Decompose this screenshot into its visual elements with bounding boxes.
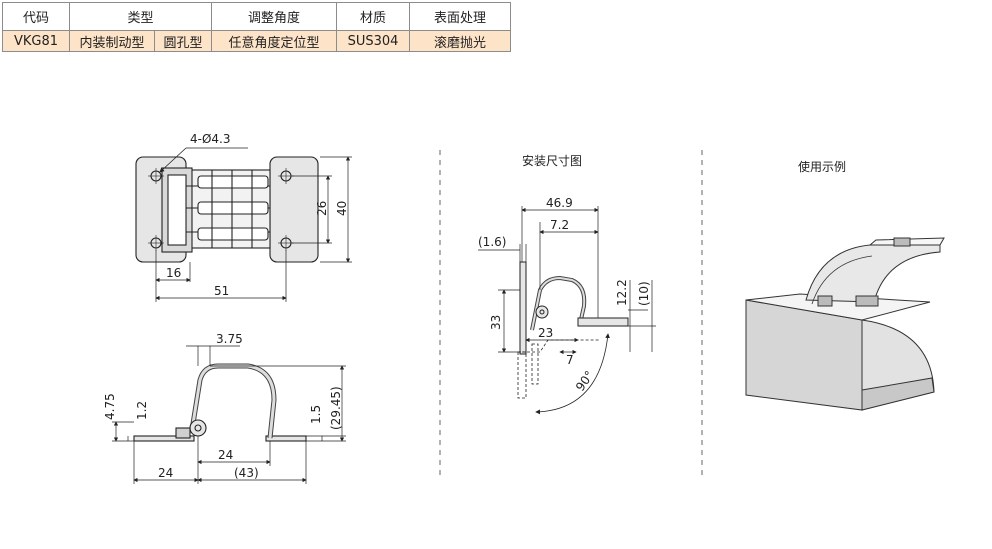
dim-29-45: (29.45) bbox=[329, 386, 343, 430]
dim-51: 51 bbox=[214, 284, 229, 298]
dim-16: 16 bbox=[166, 266, 181, 280]
cell-material: SUS304 bbox=[336, 30, 410, 52]
dim-7-2: 7.2 bbox=[550, 218, 569, 232]
dim-10: (10) bbox=[637, 281, 651, 306]
hinge-side-view bbox=[112, 345, 346, 484]
dim-24-lower: 24 bbox=[158, 466, 173, 480]
dim-hole-note: 4-Ø4.3 bbox=[190, 132, 231, 146]
header-code: 代码 bbox=[2, 2, 70, 31]
dim-24-upper: 24 bbox=[218, 448, 233, 462]
dim-12-2: 12.2 bbox=[615, 279, 629, 306]
dim-7: 7 bbox=[566, 353, 574, 367]
header-finish: 表面处理 bbox=[409, 2, 511, 31]
dim-1-6: (1.6) bbox=[478, 235, 506, 249]
install-title: 安装尺寸图 bbox=[522, 153, 582, 168]
dim-1-2: 1.2 bbox=[135, 401, 149, 420]
hinge-top-view bbox=[135, 147, 352, 302]
spec-data-row: VKG81 内装制动型 圆孔型 任意角度定位型 SUS304 滚磨抛光 bbox=[2, 30, 511, 52]
dim-46-9: 46.9 bbox=[546, 196, 573, 210]
usage-illustration bbox=[745, 237, 945, 411]
cell-type-b: 圆孔型 bbox=[154, 30, 212, 52]
dim-4-75: 4.75 bbox=[103, 393, 117, 420]
dim-40: 40 bbox=[335, 201, 349, 216]
install-drawing bbox=[478, 206, 656, 415]
spec-header-row: 代码 类型 调整角度 材质 表面处理 bbox=[2, 2, 511, 31]
angle-90: 90° bbox=[573, 368, 597, 393]
cell-code: VKG81 bbox=[2, 30, 70, 52]
cell-finish: 滚磨抛光 bbox=[409, 30, 511, 52]
usage-title: 使用示例 bbox=[798, 159, 846, 174]
dim-23: 23 bbox=[538, 326, 553, 340]
cell-angle: 任意角度定位型 bbox=[211, 30, 337, 52]
spec-table: 代码 类型 调整角度 材质 表面处理 VKG81 内装制动型 圆孔型 任意角度定… bbox=[2, 2, 511, 52]
dim-3-75: 3.75 bbox=[216, 332, 243, 346]
dim-33: 33 bbox=[489, 315, 503, 330]
dim-26: 26 bbox=[315, 201, 329, 216]
dim-1-5: 1.5 bbox=[309, 405, 323, 424]
dim-43: (43) bbox=[234, 466, 259, 480]
cell-type-a: 内装制动型 bbox=[69, 30, 155, 52]
